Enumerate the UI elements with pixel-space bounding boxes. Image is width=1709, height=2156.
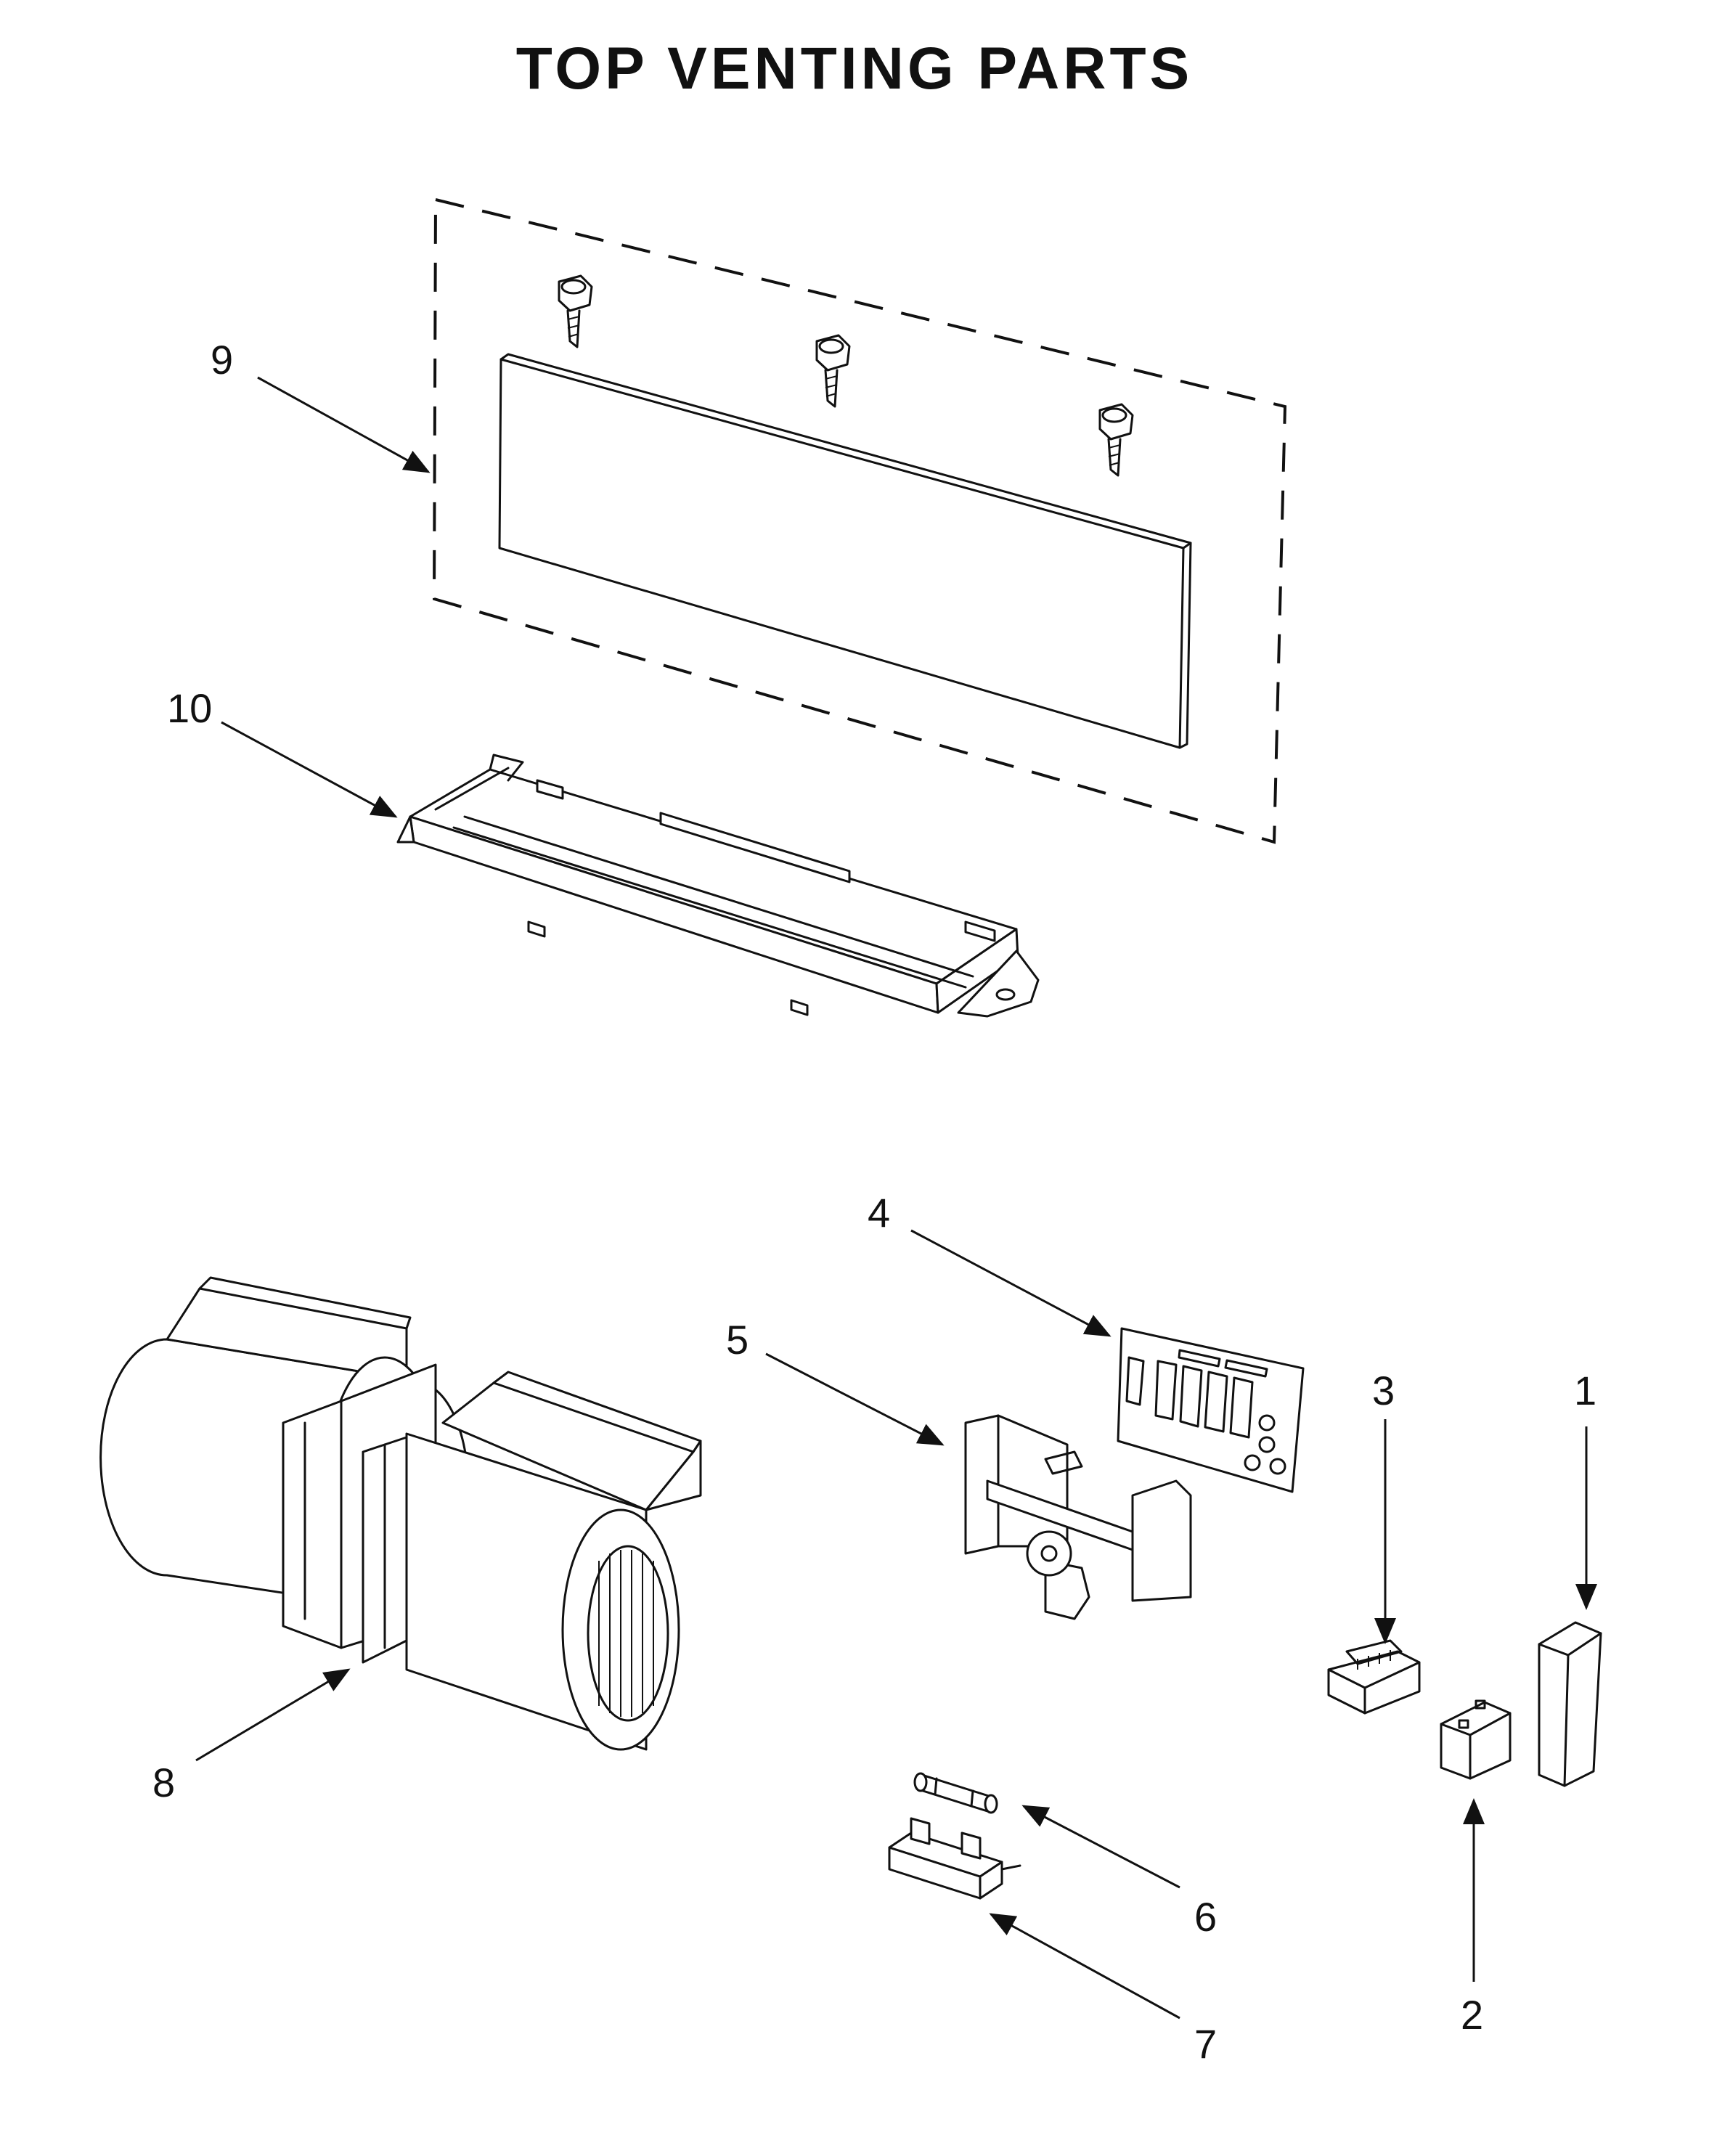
callout-4: 4 <box>868 1190 890 1236</box>
leader-arrows <box>195 376 1597 2020</box>
callout-9: 9 <box>211 337 233 383</box>
callout-1: 1 <box>1574 1368 1596 1413</box>
callout-3: 3 <box>1372 1368 1395 1413</box>
part-4-control-board <box>1117 1327 1305 1493</box>
callout-10: 10 <box>167 685 212 731</box>
part-8-blower-motor <box>99 1276 702 1751</box>
screw-icon <box>815 334 851 408</box>
part-5-switch-bracket <box>964 1414 1192 1620</box>
part-1-block <box>1538 1621 1602 1787</box>
part-10-duct-bracket <box>396 754 1040 1018</box>
callout-8: 8 <box>152 1760 175 1805</box>
part-6-fuse <box>913 1772 998 1814</box>
callout-6: 6 <box>1194 1894 1217 1940</box>
part-2-cutout <box>1440 1699 1512 1780</box>
part-7-fuse-holder <box>888 1817 1021 1900</box>
screw-icon <box>558 274 593 348</box>
callout-5: 5 <box>726 1317 749 1363</box>
part-3-connector <box>1327 1639 1421 1715</box>
part-9-panel-kit <box>432 197 1287 844</box>
screw-icon <box>1098 403 1134 477</box>
callout-7: 7 <box>1194 2021 1217 2067</box>
page-title: TOP VENTING PARTS <box>515 36 1194 102</box>
callout-2: 2 <box>1461 1992 1483 2038</box>
